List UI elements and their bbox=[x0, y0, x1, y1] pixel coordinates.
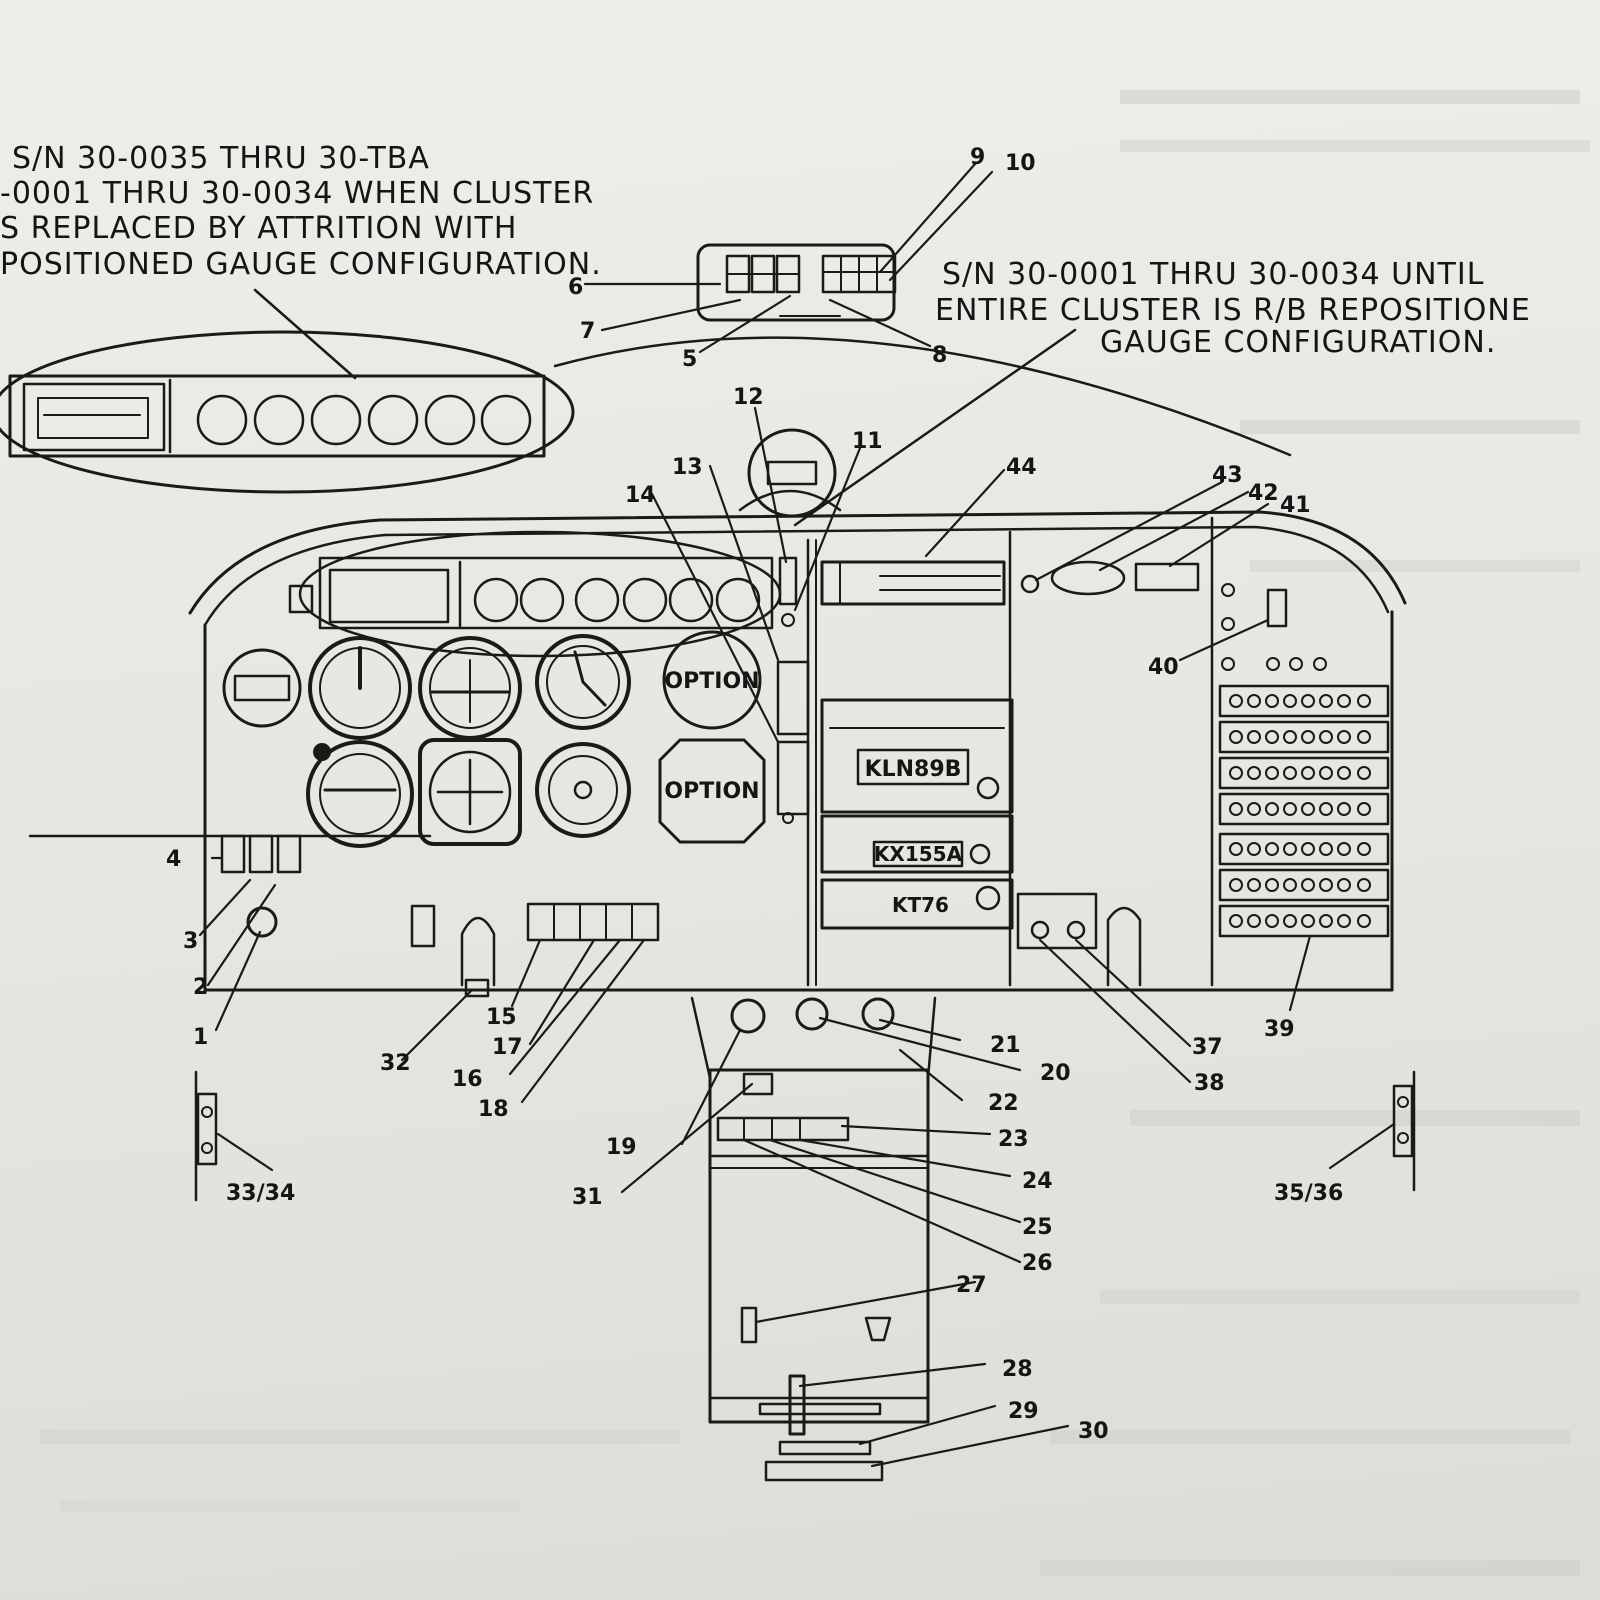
callout-27: 27 bbox=[956, 1273, 987, 1298]
callout-29: 29 bbox=[1008, 1399, 1039, 1424]
note-right: S/N 30-0001 THRU 30-0034 UNTIL ENTIRE CL… bbox=[935, 257, 1531, 360]
circuit-breaker-panel bbox=[1218, 684, 1390, 938]
switch-group-right bbox=[821, 254, 897, 294]
callout-1: 1 bbox=[193, 1025, 208, 1050]
callout-37: 37 bbox=[1192, 1035, 1223, 1060]
callout-31: 31 bbox=[572, 1185, 603, 1210]
note-right-line-3: GAUGE CONFIGURATION. bbox=[1100, 325, 1496, 360]
callout-35-36: 35/36 bbox=[1274, 1181, 1343, 1206]
flight-instruments: OPTION OPTION bbox=[222, 630, 766, 848]
leader-lines bbox=[198, 162, 1396, 1468]
nav-com-radio: KX155A bbox=[820, 814, 1014, 874]
heading-indicator bbox=[418, 738, 522, 846]
callout-30: 30 bbox=[1078, 1419, 1109, 1444]
callout-22: 22 bbox=[988, 1091, 1019, 1116]
knob bbox=[313, 743, 331, 761]
callout-15: 15 bbox=[486, 1005, 517, 1030]
callout-23: 23 bbox=[998, 1127, 1029, 1152]
callout-33-34: 33/34 bbox=[226, 1181, 295, 1206]
callout-16: 16 bbox=[452, 1067, 483, 1092]
callout-42: 42 bbox=[1248, 481, 1279, 506]
callout-5: 5 bbox=[682, 347, 697, 372]
callout-40: 40 bbox=[1148, 655, 1179, 680]
callout-20: 20 bbox=[1040, 1061, 1071, 1086]
callout-17: 17 bbox=[492, 1035, 523, 1060]
magnetic-compass bbox=[738, 428, 842, 518]
note-left-line-2: -0001 THRU 30-0034 WHEN CLUSTER bbox=[0, 176, 594, 211]
note-right-line-1: S/N 30-0001 THRU 30-0034 UNTIL bbox=[942, 257, 1484, 292]
breaker-row bbox=[1221, 583, 1327, 671]
callout-12: 12 bbox=[733, 385, 764, 410]
cluster-detail-dials bbox=[196, 394, 532, 446]
radio-stack: KLN89B KX155A KT76 bbox=[820, 560, 1014, 930]
callout-13: 13 bbox=[672, 455, 703, 480]
callout-24: 24 bbox=[1022, 1169, 1053, 1194]
center-console bbox=[690, 996, 937, 1482]
callout-32: 32 bbox=[380, 1051, 411, 1076]
callout-41: 41 bbox=[1280, 493, 1311, 518]
option-gauge-lower: OPTION bbox=[658, 738, 766, 844]
gps-label: KLN89B bbox=[865, 757, 962, 782]
callout-28: 28 bbox=[1002, 1357, 1033, 1382]
note-left: S/N 30-0035 THRU 30-TBA -0001 THRU 30-00… bbox=[0, 141, 602, 282]
clock bbox=[222, 648, 302, 728]
page-bleed-through bbox=[40, 90, 1590, 1576]
switch-group-left bbox=[725, 254, 801, 294]
vertical-speed-indicator bbox=[535, 742, 631, 838]
callout-4: 4 bbox=[166, 847, 181, 872]
callout-39: 39 bbox=[1264, 1017, 1295, 1042]
transponder: KT76 bbox=[820, 878, 1014, 930]
callout-26: 26 bbox=[1022, 1251, 1053, 1276]
gauge-cluster-detail bbox=[0, 330, 575, 494]
turn-coordinator bbox=[306, 740, 414, 848]
annunciator-detail bbox=[696, 243, 897, 322]
callout-44: 44 bbox=[1006, 455, 1037, 480]
callout-numbers: 1 2 3 4 5 6 7 8 9 10 11 12 13 14 15 16 1… bbox=[166, 145, 1343, 1444]
option-lower-label: OPTION bbox=[664, 779, 759, 804]
transponder-label: KT76 bbox=[892, 893, 949, 917]
note-right-line-2: ENTIRE CLUSTER IS R/B REPOSITIONE bbox=[935, 293, 1531, 328]
callout-7: 7 bbox=[580, 319, 595, 344]
right-annunciators bbox=[1020, 560, 1327, 671]
note-left-line-4: POSITIONED GAUGE CONFIGURATION. bbox=[0, 247, 602, 282]
note-left-line-1: S/N 30-0035 THRU 30-TBA bbox=[12, 141, 430, 176]
callout-9: 9 bbox=[970, 145, 985, 170]
gps-unit: KLN89B bbox=[820, 698, 1014, 814]
callout-19: 19 bbox=[606, 1135, 637, 1160]
airspeed-indicator bbox=[308, 636, 412, 740]
callout-43: 43 bbox=[1212, 463, 1243, 488]
side-brackets bbox=[194, 1070, 1416, 1202]
note-left-line-3: S REPLACED BY ATTRITION WITH bbox=[0, 211, 517, 246]
altimeter bbox=[535, 634, 631, 730]
callout-11: 11 bbox=[852, 429, 883, 454]
callout-6: 6 bbox=[568, 275, 583, 300]
callout-21: 21 bbox=[990, 1033, 1021, 1058]
callout-3: 3 bbox=[183, 929, 198, 954]
audio-panel bbox=[820, 560, 1006, 606]
callout-38: 38 bbox=[1194, 1071, 1225, 1096]
callout-2: 2 bbox=[193, 975, 208, 1000]
callout-10: 10 bbox=[1005, 151, 1036, 176]
instrument-panel: OPTION OPTION bbox=[28, 428, 1416, 1482]
callout-8: 8 bbox=[932, 343, 947, 368]
nav-com-label: KX155A bbox=[874, 842, 963, 866]
callout-14: 14 bbox=[625, 483, 656, 508]
callout-25: 25 bbox=[1022, 1215, 1053, 1240]
center-column bbox=[776, 556, 810, 824]
callout-18: 18 bbox=[478, 1097, 509, 1122]
lower-right-controls bbox=[1016, 892, 1142, 987]
lower-left-switches bbox=[28, 834, 660, 998]
option-upper-label: OPTION bbox=[664, 669, 759, 694]
